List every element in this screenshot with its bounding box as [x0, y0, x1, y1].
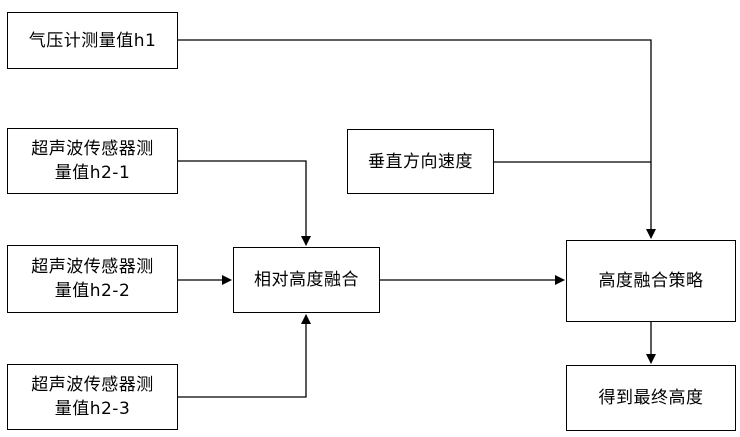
ultrasonic-sensor-1-label-line-2: 量值h2-1 — [55, 161, 131, 185]
height-fusion-strategy-label: 高度融合策略 — [599, 269, 704, 293]
ultrasonic-sensor-3-label-line-2: 量值h2-3 — [55, 397, 131, 421]
ultrasonic-sensor-1-node: 超声波传感器测 量值h2-1 — [7, 128, 178, 194]
edge-ultrasonic3-to-relative-fusion — [178, 315, 306, 397]
vertical-velocity-node: 垂直方向速度 — [347, 129, 494, 194]
relative-height-fusion-node: 相对高度融合 — [233, 247, 380, 313]
edge-ultrasonic1-to-relative-fusion — [178, 161, 306, 245]
ultrasonic-sensor-2-node: 超声波传感器测 量值h2-2 — [7, 245, 178, 313]
ultrasonic-sensor-2-label-line-1: 超声波传感器测 — [31, 255, 154, 279]
final-height-label: 得到最终高度 — [599, 386, 704, 410]
ultrasonic-sensor-1-label-line-1: 超声波传感器测 — [31, 137, 154, 161]
ultrasonic-sensor-2-label-line-2: 量值h2-2 — [55, 279, 131, 303]
barometer-label: 气压计测量值h1 — [29, 29, 157, 53]
relative-height-fusion-label: 相对高度融合 — [254, 268, 359, 292]
vertical-velocity-label: 垂直方向速度 — [368, 150, 473, 174]
height-fusion-strategy-node: 高度融合策略 — [566, 240, 736, 322]
ultrasonic-sensor-3-node: 超声波传感器测 量值h2-3 — [7, 364, 178, 430]
ultrasonic-sensor-3-label-line-1: 超声波传感器测 — [31, 373, 154, 397]
barometer-node: 气压计测量值h1 — [7, 12, 178, 69]
final-height-node: 得到最终高度 — [566, 365, 736, 431]
